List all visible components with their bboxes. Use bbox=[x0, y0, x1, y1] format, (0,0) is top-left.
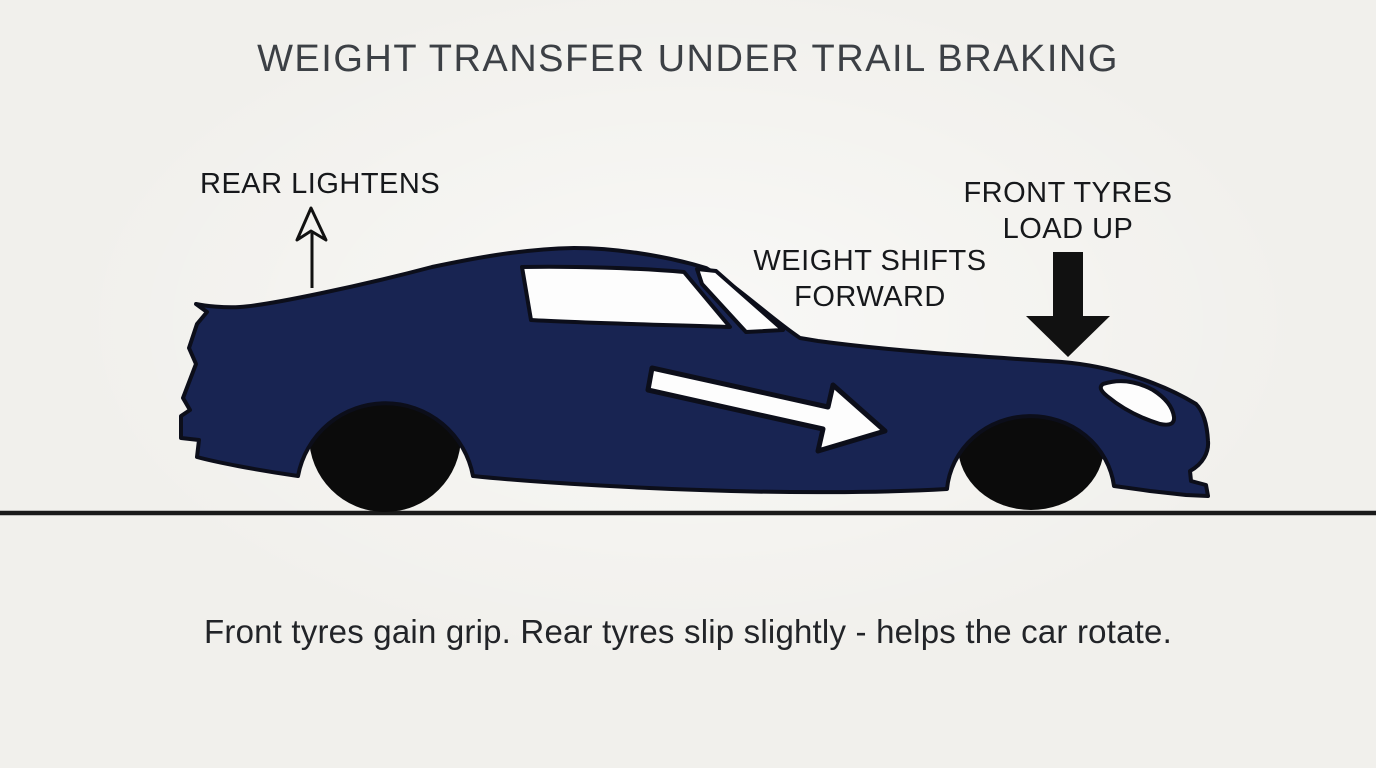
weight-shifts-line2: FORWARD bbox=[794, 281, 946, 313]
side-window bbox=[520, 264, 732, 329]
caption-text: Front tyres gain grip. Rear tyres slip s… bbox=[204, 613, 1172, 650]
rear-lightens-text: REAR LIGHTENS bbox=[200, 168, 441, 200]
windshield-strip bbox=[695, 267, 785, 334]
rear-lightens-label: REAR LIGHTENS bbox=[200, 166, 440, 202]
front-tyres-line1: FRONT TYRES bbox=[963, 177, 1173, 209]
up-arrow-icon bbox=[295, 206, 328, 288]
weight-shift-arrow-icon bbox=[645, 365, 888, 454]
headlight bbox=[1098, 379, 1177, 427]
weight-shifts-label: WEIGHT SHIFTS FORWARD bbox=[740, 243, 1000, 315]
page-title: WEIGHT TRANSFER UNDER TRAIL BRAKING bbox=[257, 38, 1119, 80]
car-body bbox=[179, 246, 1211, 498]
down-arrow-icon bbox=[1026, 252, 1110, 357]
weight-shifts-line1: WEIGHT SHIFTS bbox=[753, 245, 987, 277]
front-tyres-line2: LOAD UP bbox=[1002, 213, 1134, 245]
front-tyres-label: FRONT TYRES LOAD UP bbox=[948, 175, 1188, 247]
